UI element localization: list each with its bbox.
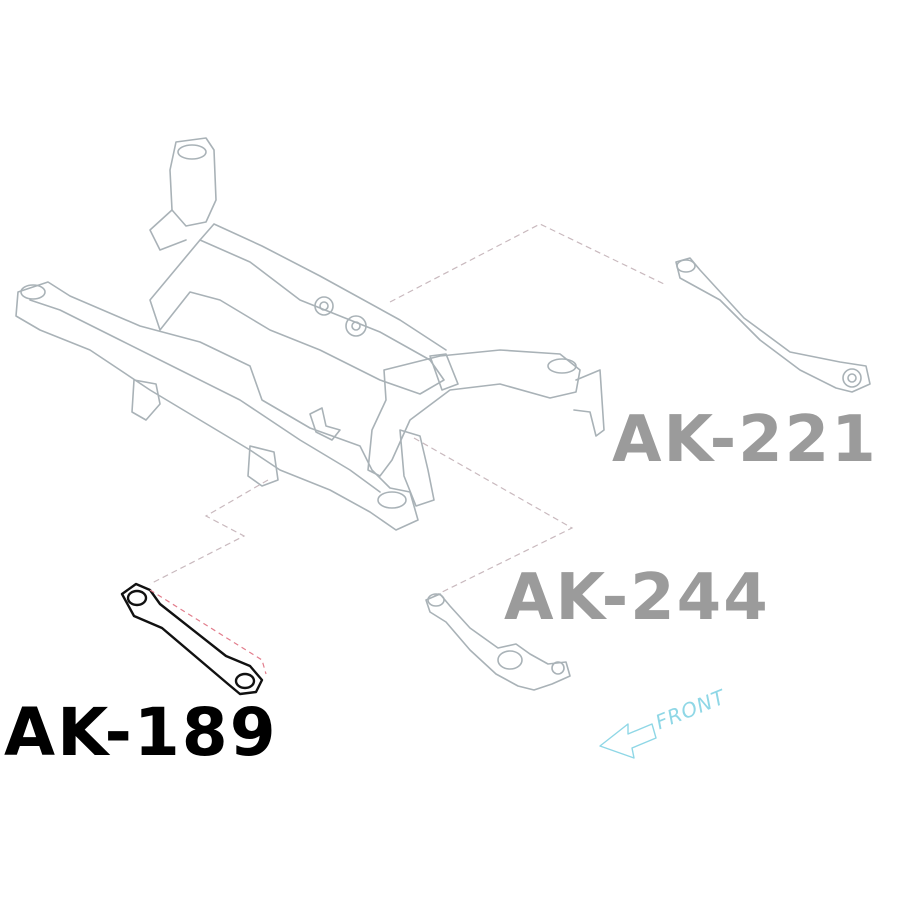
leader-lines	[149, 223, 665, 599]
part-label-ak-221: AK-221	[612, 403, 878, 477]
arm-ak-244	[425, 593, 571, 691]
arm-ak-221	[675, 257, 871, 393]
part-label-ak-189: AK-189	[4, 694, 278, 771]
front-arrow-icon	[599, 723, 657, 759]
part-label-ak-244: AK-244	[504, 561, 770, 635]
rear-subframe	[15, 137, 605, 531]
arm-ak-189	[120, 582, 267, 696]
